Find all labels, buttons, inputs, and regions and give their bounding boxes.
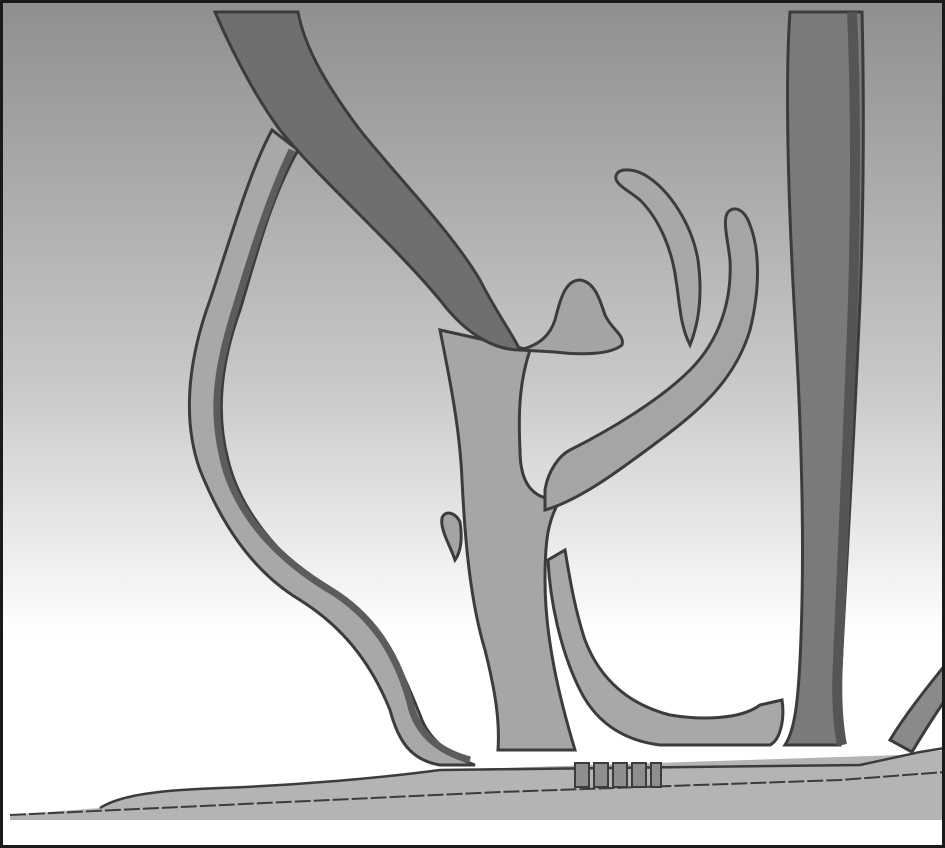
valve-segment xyxy=(632,763,646,787)
valve-segment xyxy=(594,763,608,787)
valve-segment xyxy=(575,763,589,787)
valve-segment xyxy=(651,763,661,787)
valve-segment xyxy=(613,763,627,787)
